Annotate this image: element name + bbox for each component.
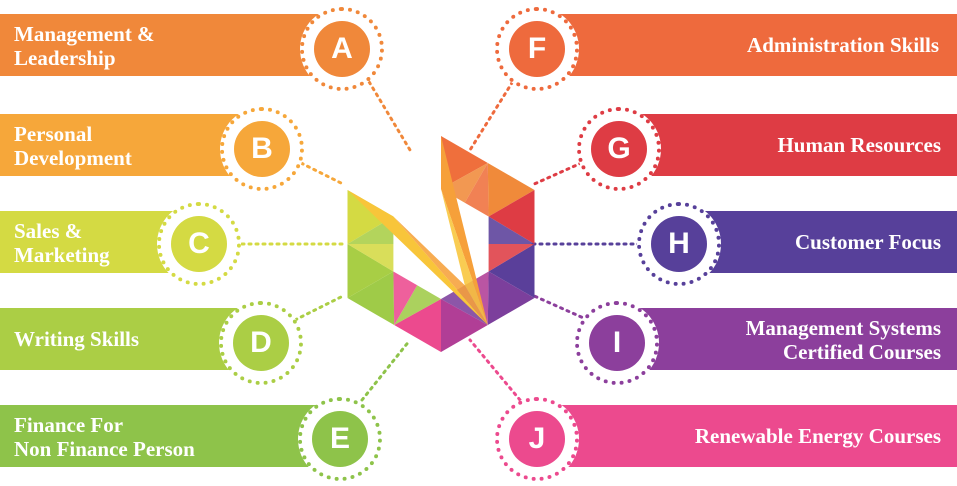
hexagon-facet	[488, 244, 535, 298]
banner-label-f: Administration Skills	[747, 33, 939, 57]
hexagon-facet	[488, 216, 535, 244]
badge-letter-f: F	[509, 21, 565, 77]
hexagon-facet	[347, 271, 395, 325]
badge-j: J	[495, 397, 579, 481]
banner-a: Management & Leadership	[0, 14, 335, 76]
connector-g	[530, 158, 590, 187]
hexagon-facet	[393, 271, 418, 325]
hexagon-facet	[394, 299, 441, 352]
hexagon-facet	[347, 244, 394, 298]
banner-label-b: Personal Development	[14, 122, 132, 170]
connector-d	[293, 293, 347, 322]
banner-f: Administration Skills	[560, 14, 957, 76]
hexagon-facet	[347, 216, 394, 244]
hexagon-facet	[347, 190, 394, 244]
banner-label-j: Renewable Energy Courses	[694, 424, 941, 448]
badge-h: H	[637, 202, 721, 286]
banner-e: Finance For Non Finance Person	[0, 405, 335, 467]
banner-h: Customer Focus	[700, 211, 957, 273]
banner-label-h: Customer Focus	[794, 230, 941, 254]
badge-letter-b: B	[234, 121, 290, 177]
badge-i: I	[575, 301, 659, 385]
connector-j	[468, 338, 522, 402]
badge-letter-i: I	[589, 315, 645, 371]
hexagon-facet	[441, 189, 488, 325]
badge-d: D	[219, 301, 303, 385]
badge-f: F	[495, 7, 579, 91]
badge-letter-j: J	[509, 411, 565, 467]
banner-label-i: Management Systems Certified Courses	[745, 316, 941, 364]
hexagon-facet	[487, 271, 535, 325]
banner-b: Personal Development	[0, 114, 245, 176]
banner-label-e: Finance For Non Finance Person	[14, 413, 195, 461]
banner-label-a: Management & Leadership	[14, 22, 155, 70]
connector-i	[530, 293, 590, 322]
badge-letter-e: E	[312, 411, 368, 467]
badge-c: C	[157, 202, 241, 286]
hexagon-facet	[441, 136, 488, 189]
hexagon-facet	[347, 244, 394, 272]
hexagon-facet	[441, 285, 488, 325]
hexagon-facet	[464, 163, 489, 217]
badge-letter-d: D	[233, 315, 289, 371]
banner-i: Management Systems Certified Courses	[640, 308, 957, 370]
banner-g: Human Resources	[640, 114, 957, 176]
hexagon-facet	[488, 244, 535, 272]
badge-e: E	[298, 397, 382, 481]
hexagon-facet	[487, 163, 535, 217]
badge-b: B	[220, 107, 304, 191]
hexagon-facet	[488, 190, 535, 244]
badge-letter-a: A	[314, 21, 370, 77]
hexagon-facet	[441, 299, 488, 352]
connector-e	[360, 338, 412, 402]
badge-letter-h: H	[651, 216, 707, 272]
hexagon-facet	[394, 285, 441, 325]
banner-c: Sales & Marketing	[0, 211, 180, 273]
banner-j: Renewable Energy Courses	[560, 405, 957, 467]
badge-letter-g: G	[591, 121, 647, 177]
badge-letter-c: C	[171, 216, 227, 272]
hexagon-facet	[441, 136, 488, 325]
connector-b	[293, 158, 347, 187]
connector-a	[360, 68, 412, 152]
banner-d: Writing Skills	[0, 308, 245, 370]
badge-g: G	[577, 107, 661, 191]
hexagon-facet	[347, 190, 488, 325]
connector-f	[468, 68, 522, 152]
badge-a: A	[300, 7, 384, 91]
hexagon-facet	[393, 216, 488, 325]
banner-label-d: Writing Skills	[14, 327, 140, 351]
banner-label-g: Human Resources	[777, 133, 941, 157]
banner-label-c: Sales & Marketing	[14, 219, 110, 267]
